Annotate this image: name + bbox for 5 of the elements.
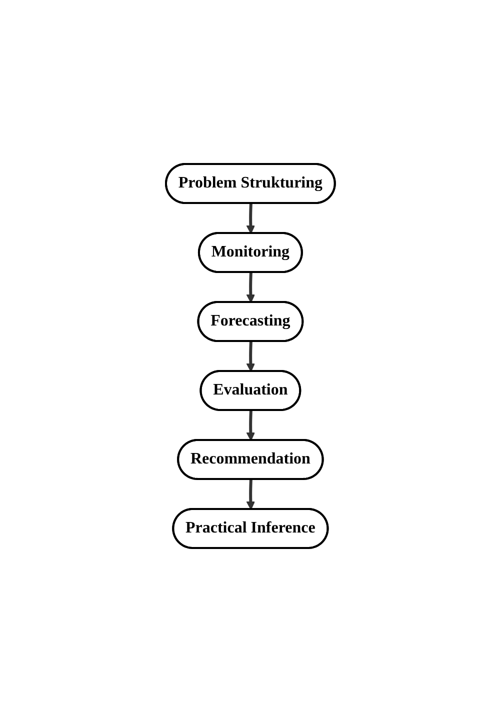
arrow	[246, 202, 256, 234]
arrow	[246, 272, 256, 302]
arrow	[246, 478, 256, 510]
arrow	[246, 340, 256, 372]
arrow	[246, 410, 256, 440]
